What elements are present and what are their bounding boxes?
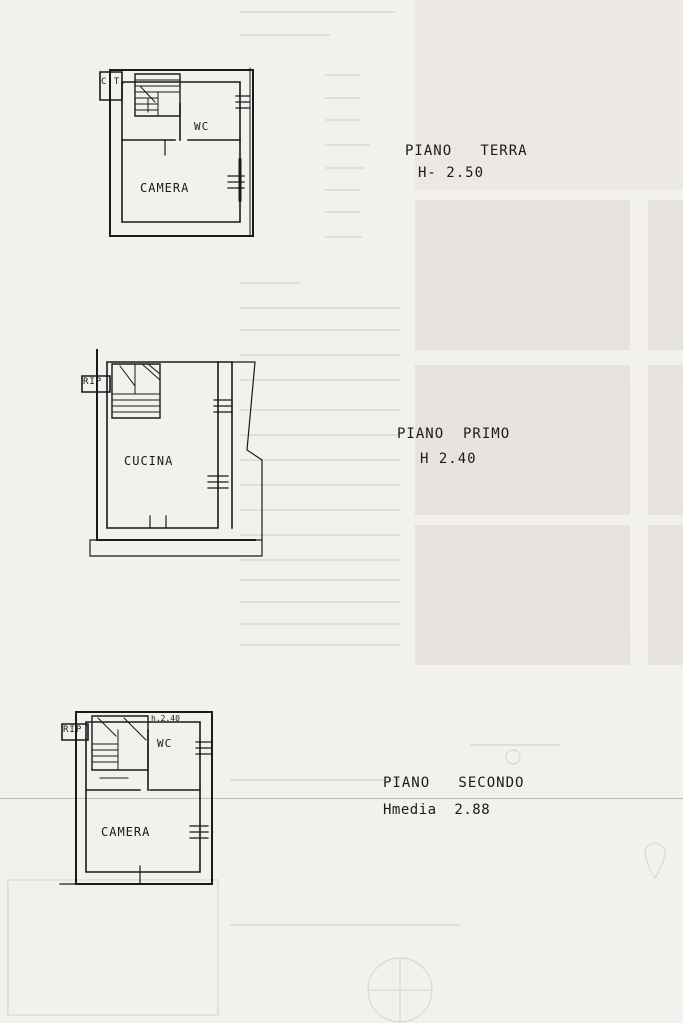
room-label-wc-second: WC: [157, 737, 173, 750]
room-label-camera: CAMERA: [140, 181, 190, 195]
page-fold-line: [0, 798, 683, 799]
room-height-note: h.2.40: [151, 714, 180, 723]
floor-height-ground: H- 2.50: [418, 165, 485, 181]
room-label-rip-first: RIP: [83, 377, 103, 387]
floor-height-second: Hmedia 2.88: [383, 802, 491, 818]
room-label-cucina: CUCINA: [124, 454, 174, 468]
floor-title-first: PIANO PRIMO: [397, 426, 511, 442]
floor-title-second: PIANO SECONDO: [383, 775, 525, 791]
room-label-camera-second: CAMERA: [101, 825, 151, 839]
floor-height-first: H 2.40: [420, 451, 477, 467]
room-label-rip-second: RIP: [63, 725, 83, 735]
room-label-wc: WC: [194, 120, 210, 133]
floor-title-ground: PIANO TERRA: [405, 143, 528, 159]
room-label-ct: C.T.: [101, 77, 127, 87]
